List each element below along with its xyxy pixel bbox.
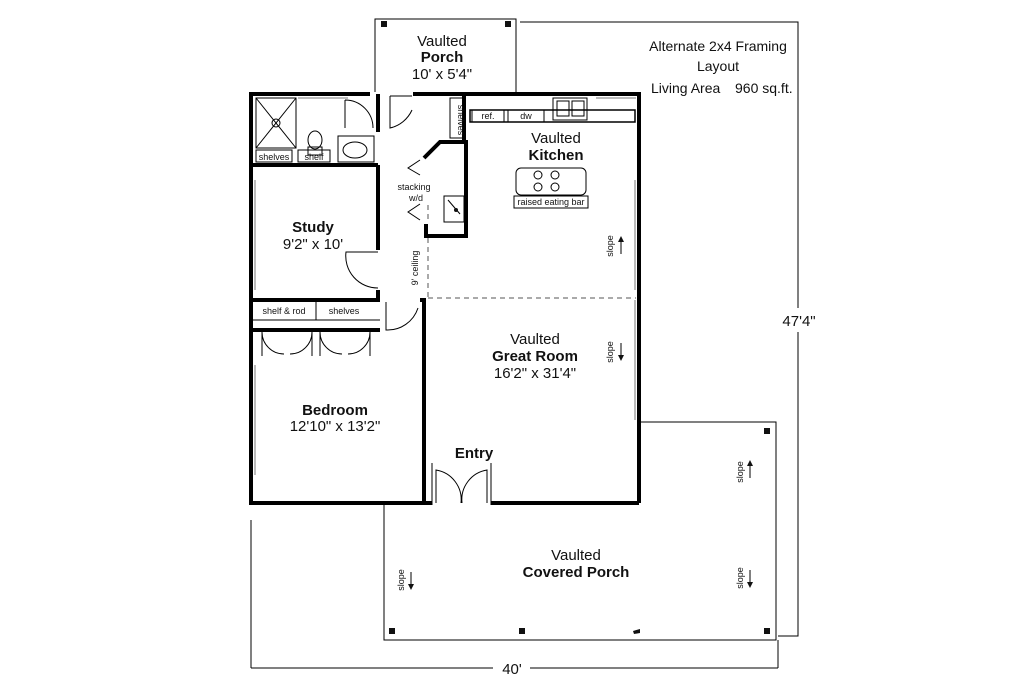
slope-arrow-porch-upper: slope: [735, 460, 753, 483]
raised-bar-label: raised eating bar: [517, 197, 584, 207]
laundry: stacking w/d: [397, 159, 465, 223]
svg-text:slope: slope: [735, 567, 745, 589]
svg-text:Great Room: Great Room: [492, 348, 578, 365]
svg-text:slope: slope: [396, 569, 406, 591]
room-label-great-room: Vaulted Great Room 16'2" x 31'4": [492, 331, 578, 382]
svg-text:12'10" x 13'2": 12'10" x 13'2": [290, 418, 381, 435]
svg-text:w/d: w/d: [408, 193, 423, 203]
svg-text:Study: Study: [292, 219, 334, 236]
svg-text:10' x 5'4": 10' x 5'4": [412, 66, 472, 83]
dw-label: dw: [520, 111, 532, 121]
top-porch: [374, 18, 517, 92]
room-label-kitchen: Vaulted Kitchen: [528, 130, 583, 164]
svg-text:Alternate 2x4 Framing: Alternate 2x4 Framing: [649, 38, 787, 54]
bath-shelf-label: shelf: [304, 152, 324, 162]
room-label-bedroom: Bedroom 12'10" x 13'2": [290, 402, 381, 435]
width-dimension: 40': [502, 661, 522, 678]
slope-arrow-porch-right: slope: [735, 567, 753, 589]
slope-arrow-great-room: slope: [605, 341, 624, 363]
cooktop-burners: [533, 170, 560, 192]
bedroom-closet: shelf & rod shelves: [253, 302, 380, 356]
entry-doors: [431, 463, 492, 505]
svg-text:slope: slope: [735, 461, 745, 483]
interior-walls: [253, 94, 468, 503]
svg-text:Vaulted: Vaulted: [531, 130, 581, 147]
svg-text:slope: slope: [605, 235, 615, 257]
room-label-study: Study 9'2" x 10': [283, 219, 343, 253]
svg-text:Vaulted: Vaulted: [551, 547, 601, 564]
slope-markers: slope slope slope slope slope: [396, 235, 753, 591]
svg-text:9'2" x 10': 9'2" x 10': [283, 236, 343, 253]
rear-door: [389, 95, 413, 129]
svg-text:Covered Porch: Covered Porch: [523, 564, 630, 581]
slope-arrow-porch-left: slope: [396, 569, 414, 591]
room-label-covered-porch: Vaulted Covered Porch: [523, 547, 630, 581]
slope-arrow-kitchen: slope: [605, 235, 624, 257]
svg-text:Kitchen: Kitchen: [528, 147, 583, 164]
ref-label: ref.: [481, 111, 494, 121]
svg-text:Layout: Layout: [697, 58, 739, 74]
svg-text:slope: slope: [605, 341, 615, 363]
covered-porch: [383, 421, 777, 641]
ceiling-change: 9' ceiling: [410, 238, 636, 299]
svg-text:Living Area: Living Area: [651, 80, 720, 96]
ceiling-9-label: 9' ceiling: [410, 251, 420, 286]
closet-shelves-label: shelves: [329, 306, 360, 316]
svg-text:Entry: Entry: [455, 445, 494, 462]
room-label-top-porch: Vaulted Porch 10' x 5'4": [412, 33, 472, 83]
plan-notes: Alternate 2x4 Framing Layout Living Area…: [649, 38, 792, 96]
depth-dimension: 47'4": [782, 313, 815, 330]
kitchen: ref. dw raised eating bar: [469, 97, 636, 209]
svg-text:Vaulted: Vaulted: [510, 331, 560, 348]
svg-text:Bedroom: Bedroom: [302, 402, 368, 419]
room-label-entry: Entry: [455, 445, 494, 462]
svg-text:stacking: stacking: [397, 182, 430, 192]
svg-text:Porch: Porch: [421, 49, 464, 66]
svg-text:Vaulted: Vaulted: [417, 33, 467, 50]
pantry-shelves: shelves: [449, 97, 466, 139]
shelf-rod-label: shelf & rod: [262, 306, 305, 316]
svg-text:16'2" x 31'4": 16'2" x 31'4": [494, 365, 576, 382]
study-door: [345, 251, 379, 289]
windows: [254, 97, 636, 475]
bedroom-door: [385, 302, 419, 331]
pantry-shelves-label: shelves: [456, 105, 466, 136]
svg-text:960 sq.ft.: 960 sq.ft.: [735, 80, 793, 96]
bathroom: shelves shelf: [255, 97, 375, 163]
exterior-walls: [249, 92, 641, 505]
bath-shelves-label: shelves: [259, 152, 290, 162]
